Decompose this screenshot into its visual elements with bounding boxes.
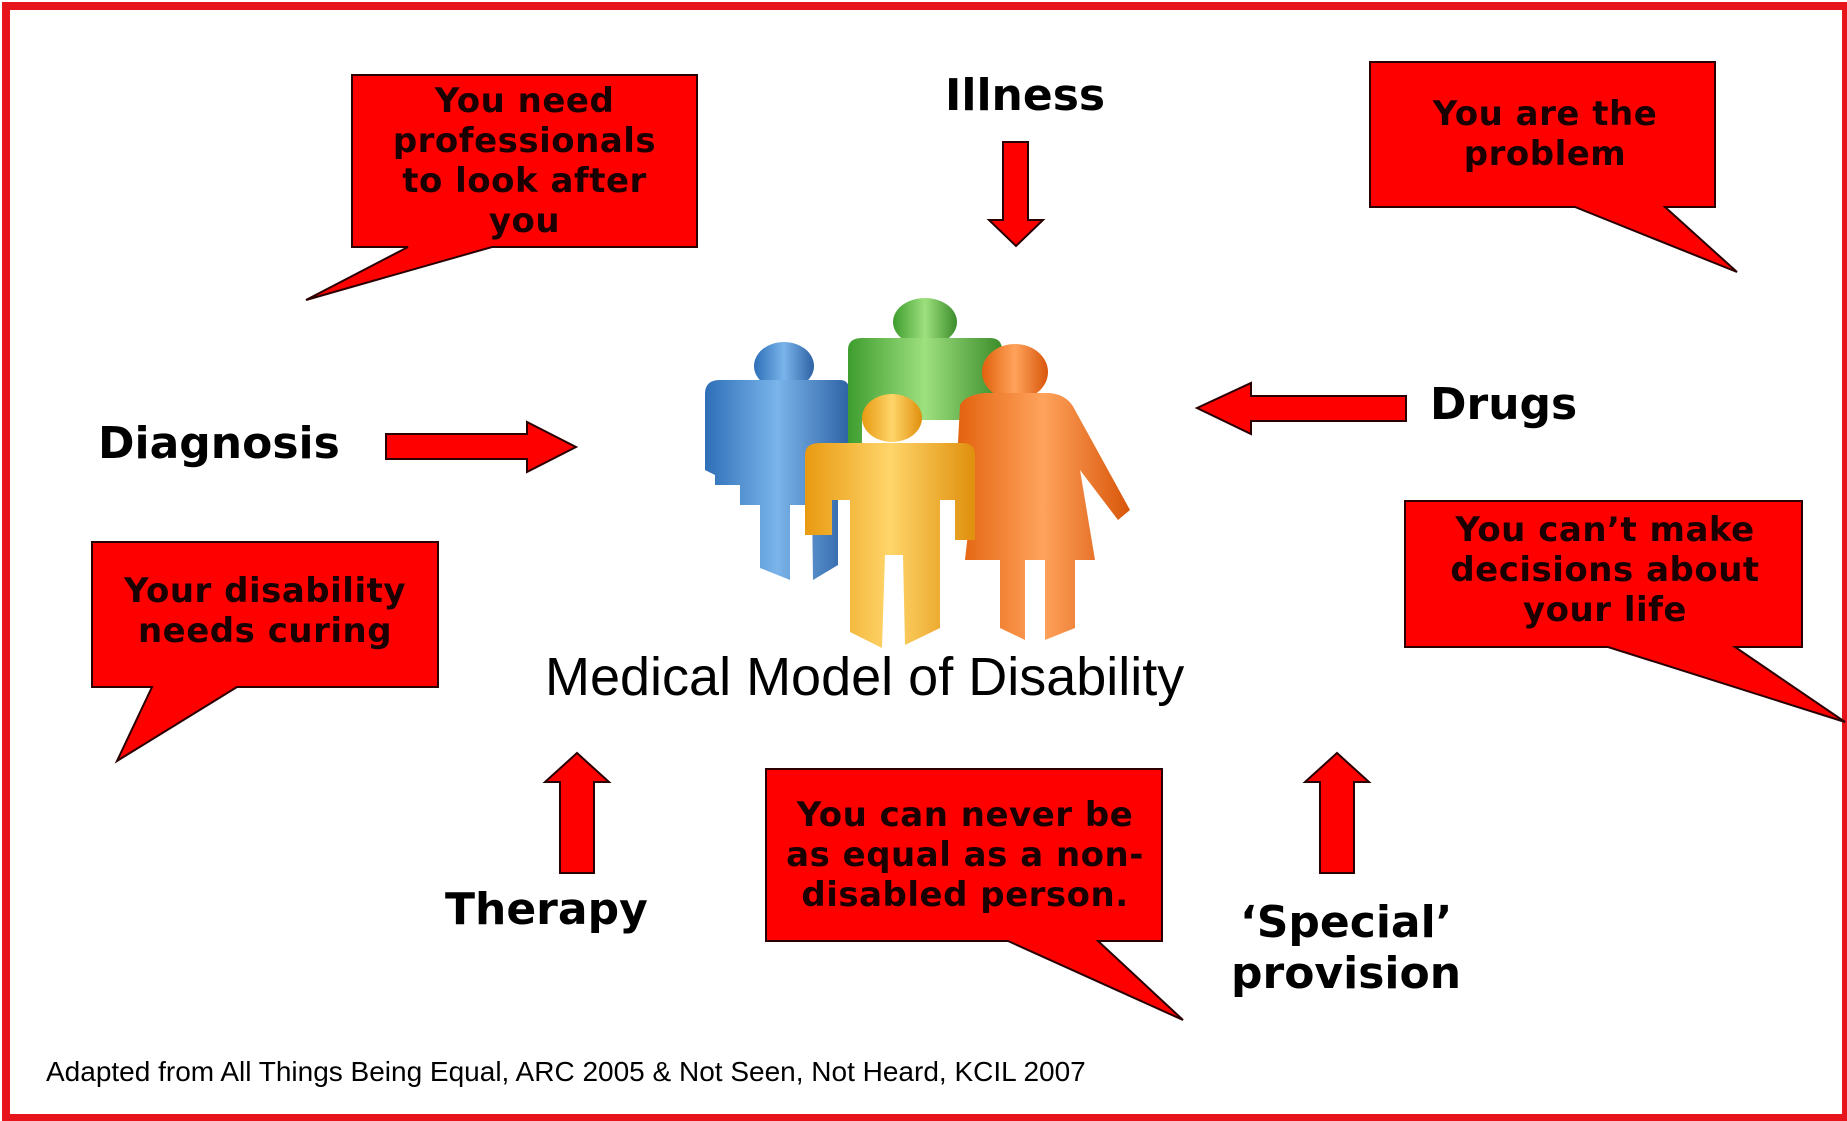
bubble-equal-text: You can never be as equal as a non-disab…	[786, 795, 1144, 915]
bubble-decisions-text: You can’t make decisions about your life	[1450, 510, 1760, 630]
bubble-problem-shape	[1369, 61, 1738, 273]
bubble-curing-shape	[91, 541, 439, 764]
diagram-title: Medical Model of Disability	[545, 647, 1185, 707]
arrow-special-provision	[1302, 751, 1372, 874]
arrow-illness	[986, 141, 1046, 248]
person-yellow-figure	[805, 394, 975, 648]
arrow-drugs	[1194, 381, 1407, 436]
person-orange-figure	[955, 344, 1130, 640]
arrow-therapy	[542, 751, 612, 874]
person-green-figure	[848, 298, 1002, 460]
label-special-provision-line1: ‘Special’	[1240, 897, 1453, 948]
bubble-professionals-text: You need professionals to look after you	[392, 81, 657, 241]
bubble-problem-text: You are the problem	[1432, 94, 1658, 174]
arrow-diagnosis	[385, 420, 579, 474]
bubble-curing-text: Your disability needs curing	[123, 571, 407, 651]
people-group-icon	[705, 298, 1130, 648]
bubble-equal-shape	[765, 768, 1184, 1021]
source-footer: Adapted from All Things Being Equal, ARC…	[46, 1056, 1086, 1087]
label-diagnosis: Diagnosis	[98, 418, 340, 469]
label-illness: Illness	[945, 70, 1106, 121]
label-therapy: Therapy	[445, 884, 648, 935]
label-special-provision-line2: provision	[1231, 948, 1462, 999]
bubble-professionals-shape	[305, 74, 698, 301]
bubble-decisions-shape	[1404, 500, 1846, 723]
label-drugs: Drugs	[1430, 379, 1578, 430]
